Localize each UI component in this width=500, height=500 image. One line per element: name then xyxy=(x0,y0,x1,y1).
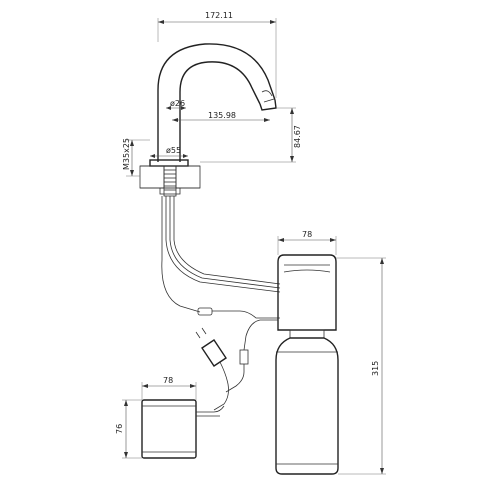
power-plug xyxy=(195,327,229,411)
sensor-cable xyxy=(161,196,201,313)
dim-spout-drop: 84.67 xyxy=(293,125,302,148)
faucet-base xyxy=(149,159,189,167)
soap-dispenser xyxy=(225,254,339,475)
dim-spout-reach: 135.98 xyxy=(208,111,236,120)
dim-control-box-width: 78 xyxy=(163,376,173,385)
supply-hose-2 xyxy=(169,196,281,289)
dim-spout-width: 172.11 xyxy=(205,11,233,20)
countertop-right xyxy=(175,165,201,189)
supply-hose-3 xyxy=(173,196,281,285)
dim-tip-diameter: ø26 xyxy=(170,99,185,108)
dim-control-box-height: 76 xyxy=(115,424,124,434)
faucet xyxy=(139,43,281,319)
soap-bottle xyxy=(275,337,339,475)
supply-hose-1 xyxy=(165,196,281,293)
countertop-left xyxy=(139,165,165,189)
spout-inner xyxy=(179,61,261,162)
spout-nozzle xyxy=(259,99,277,111)
control-box xyxy=(141,399,225,459)
pump-head xyxy=(277,254,337,331)
dim-thread: M35x25 xyxy=(122,138,131,170)
dim-base-diameter: ø55 xyxy=(166,146,181,155)
dimensions: 172.11 ø26 135.98 84.67 ø55 M35x25 xyxy=(115,11,386,475)
dim-dispenser-height: 315 xyxy=(371,361,380,376)
control-box-body xyxy=(141,399,197,459)
threaded-shank xyxy=(163,165,177,197)
dim-dispenser-width: 78 xyxy=(302,230,312,239)
spout-outer xyxy=(157,43,276,162)
